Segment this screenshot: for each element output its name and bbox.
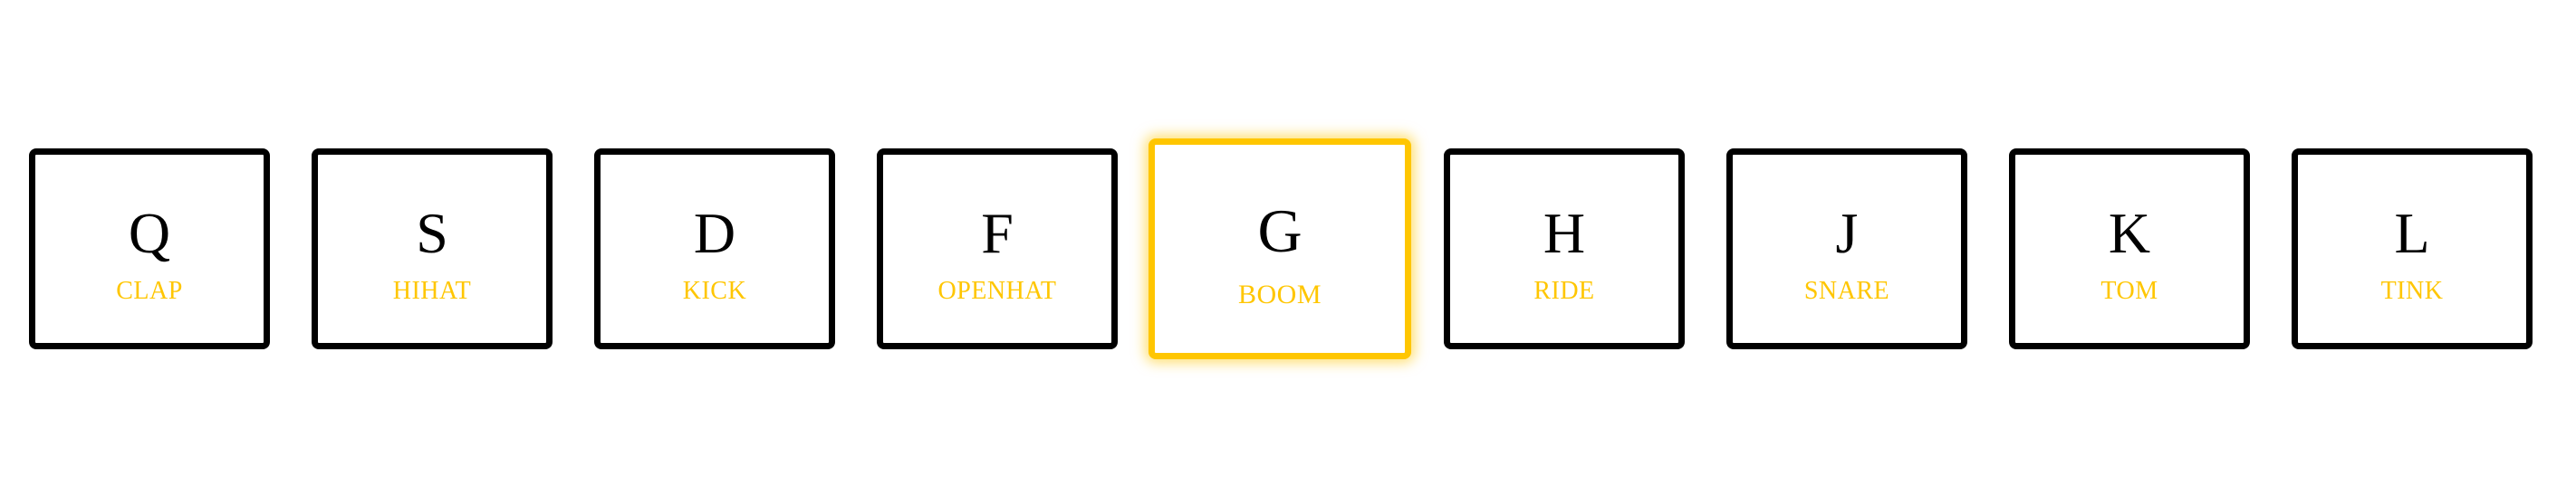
key-letter: G [1257, 196, 1302, 265]
key-sound-label: KICK [682, 277, 747, 305]
key-letter: S [416, 201, 448, 265]
key-sound-label: OPENHAT [937, 277, 1057, 305]
key-letter: J [1835, 201, 1859, 265]
key-letter: L [2394, 201, 2430, 265]
drum-key-s[interactable]: S HIHAT [312, 148, 553, 349]
drum-key-f[interactable]: F OPENHAT [877, 148, 1118, 349]
key-letter: D [693, 201, 736, 265]
key-sound-label: SNARE [1803, 277, 1890, 305]
key-letter: K [2108, 201, 2151, 265]
key-letter: F [981, 201, 1014, 265]
drum-key-d[interactable]: D KICK [594, 148, 835, 349]
key-sound-label: RIDE [1533, 277, 1595, 305]
drum-key-l[interactable]: L TINK [2292, 148, 2533, 349]
key-sound-label: HIHAT [392, 277, 472, 305]
key-sound-label: TOM [2100, 277, 2158, 305]
key-sound-label: CLAP [116, 277, 183, 305]
drum-key-k[interactable]: K TOM [2009, 148, 2250, 349]
key-letter: H [1543, 201, 1586, 265]
key-letter: Q [128, 201, 171, 265]
key-sound-label: BOOM [1237, 280, 1322, 309]
drum-key-h[interactable]: H RIDE [1444, 148, 1685, 349]
key-sound-label: TINK [2380, 277, 2444, 305]
drum-key-j[interactable]: J SNARE [1726, 148, 1967, 349]
drum-key-g[interactable]: G BOOM [1149, 138, 1411, 359]
drum-key-q[interactable]: Q CLAP [29, 148, 270, 349]
